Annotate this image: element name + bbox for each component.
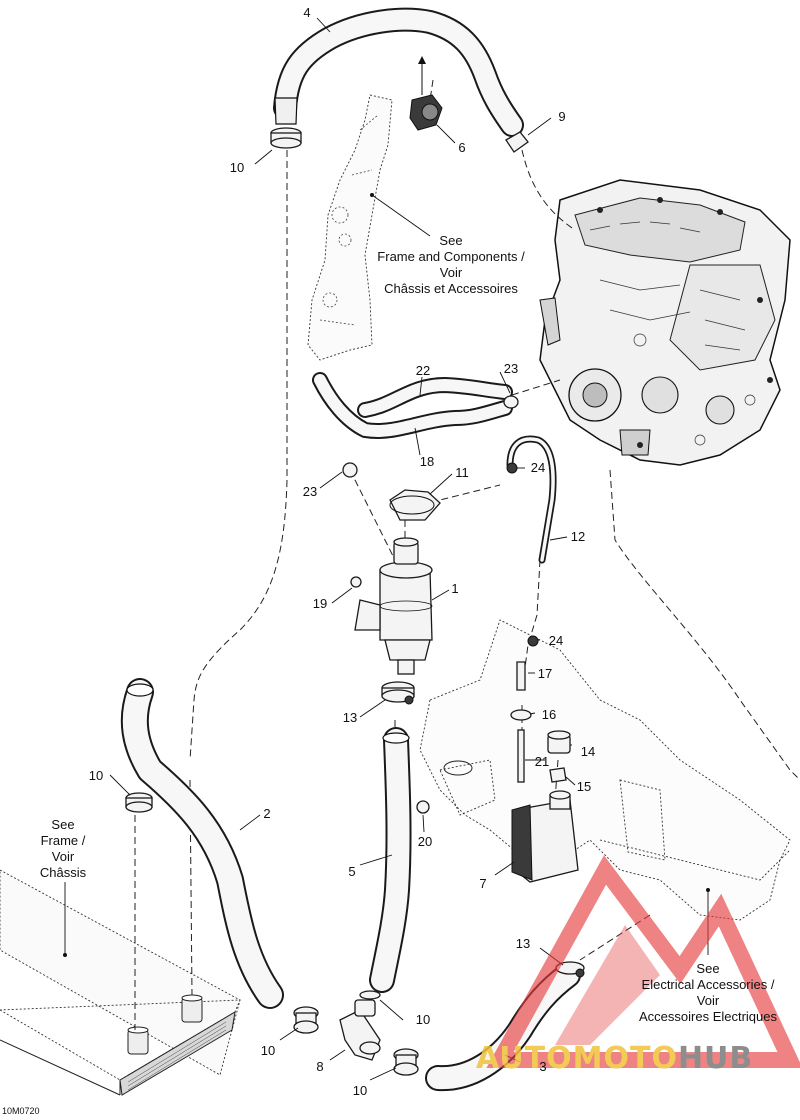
callout-10: 10 xyxy=(89,768,103,783)
callouts: 4 10 6 9 22 23 18 23 11 24 12 1 19 24 17… xyxy=(89,5,595,1098)
callout-20: 20 xyxy=(418,834,432,849)
grommet-23-a xyxy=(503,395,519,409)
clamp-10-bottom-a xyxy=(293,1006,319,1034)
svg-text:Châssis et Accessoires: Châssis et Accessoires xyxy=(384,281,518,296)
hose-12 xyxy=(506,435,557,564)
note-frame-components: See Frame and Components / Voir Châssis … xyxy=(377,233,525,296)
callout-10: 10 xyxy=(230,160,244,175)
callout-10: 10 xyxy=(261,1043,275,1058)
clamp-10-left xyxy=(125,792,153,813)
callout-16: 16 xyxy=(542,707,556,722)
callout-15: 15 xyxy=(577,779,591,794)
watermark: AUTOMOTOHUB xyxy=(476,855,800,1076)
hose-18 xyxy=(312,372,513,439)
callout-18: 18 xyxy=(420,454,434,469)
callout-8: 8 xyxy=(316,1059,323,1074)
callout-3: 3 xyxy=(539,1059,546,1074)
coolant-tank xyxy=(354,537,433,675)
note-electrical: See Electrical Accessories / Voir Access… xyxy=(639,961,777,1024)
nut-20 xyxy=(416,800,430,814)
diagram-code: 10M0720 xyxy=(2,1106,40,1116)
callout-7: 7 xyxy=(479,876,486,891)
callout-24: 24 xyxy=(531,460,545,475)
svg-text:Frame and Components /: Frame and Components / xyxy=(377,249,525,264)
callout-10: 10 xyxy=(353,1083,367,1098)
clamp-6 xyxy=(409,94,443,131)
callout-17: 17 xyxy=(538,666,552,681)
callout-24: 24 xyxy=(549,633,563,648)
svg-text:Châssis: Châssis xyxy=(40,865,87,880)
frame-bracket xyxy=(307,94,393,361)
callout-12: 12 xyxy=(571,529,585,544)
hose-5 xyxy=(369,727,412,993)
radiator xyxy=(0,869,241,1096)
svg-text:See: See xyxy=(439,233,462,248)
watermark-text: AUTOMOTOHUB xyxy=(476,1041,753,1076)
clamp-13-top xyxy=(381,681,415,705)
arrow-up xyxy=(418,56,426,95)
callout-9: 9 xyxy=(558,109,565,124)
clamp-10-bottom-b xyxy=(359,990,381,1000)
clamp-10-top xyxy=(270,127,302,149)
clamp-10-bottom-c xyxy=(393,1048,419,1076)
callout-13: 13 xyxy=(516,936,530,951)
svg-text:Voir: Voir xyxy=(52,849,75,864)
callout-23: 23 xyxy=(504,361,518,376)
clamps xyxy=(125,94,585,1076)
callout-10: 10 xyxy=(416,1012,430,1027)
callout-4: 4 xyxy=(303,5,310,20)
callout-11: 11 xyxy=(455,465,469,480)
svg-text:Electrical Accessories /: Electrical Accessories / xyxy=(642,977,775,992)
callout-22: 22 xyxy=(416,363,430,378)
clip-24-a xyxy=(506,462,518,474)
hose-2 xyxy=(120,678,284,1009)
bolt-19 xyxy=(350,576,362,588)
grommet-23-b xyxy=(342,462,358,478)
callout-21: 21 xyxy=(535,754,549,769)
callout-19: 19 xyxy=(313,596,327,611)
callout-14: 14 xyxy=(581,744,595,759)
fittings xyxy=(342,131,539,814)
svg-text:See: See xyxy=(51,817,74,832)
svg-text:See: See xyxy=(696,961,719,976)
svg-text:Accessoires Electriques: Accessoires Electriques xyxy=(639,1009,777,1024)
svg-text:Voir: Voir xyxy=(440,265,463,280)
callout-23: 23 xyxy=(303,484,317,499)
watermark-logo-icon xyxy=(486,855,800,1068)
svg-text:Voir: Voir xyxy=(697,993,720,1008)
callout-1: 1 xyxy=(451,581,458,596)
hose-4 xyxy=(273,7,524,137)
callout-2: 2 xyxy=(263,806,270,821)
y-connector xyxy=(339,999,381,1061)
cap xyxy=(389,489,441,521)
clip-24-b xyxy=(527,635,539,647)
callout-6: 6 xyxy=(458,140,465,155)
svg-text:Frame /: Frame / xyxy=(41,833,86,848)
fitting-9 xyxy=(505,131,529,153)
engine xyxy=(539,179,791,466)
callout-5: 5 xyxy=(348,864,355,879)
callout-13: 13 xyxy=(343,710,357,725)
note-frame: See Frame / Voir Châssis xyxy=(40,817,87,880)
reservoir xyxy=(510,661,579,883)
hose-22 xyxy=(357,377,513,418)
leader-lines xyxy=(63,17,710,1081)
